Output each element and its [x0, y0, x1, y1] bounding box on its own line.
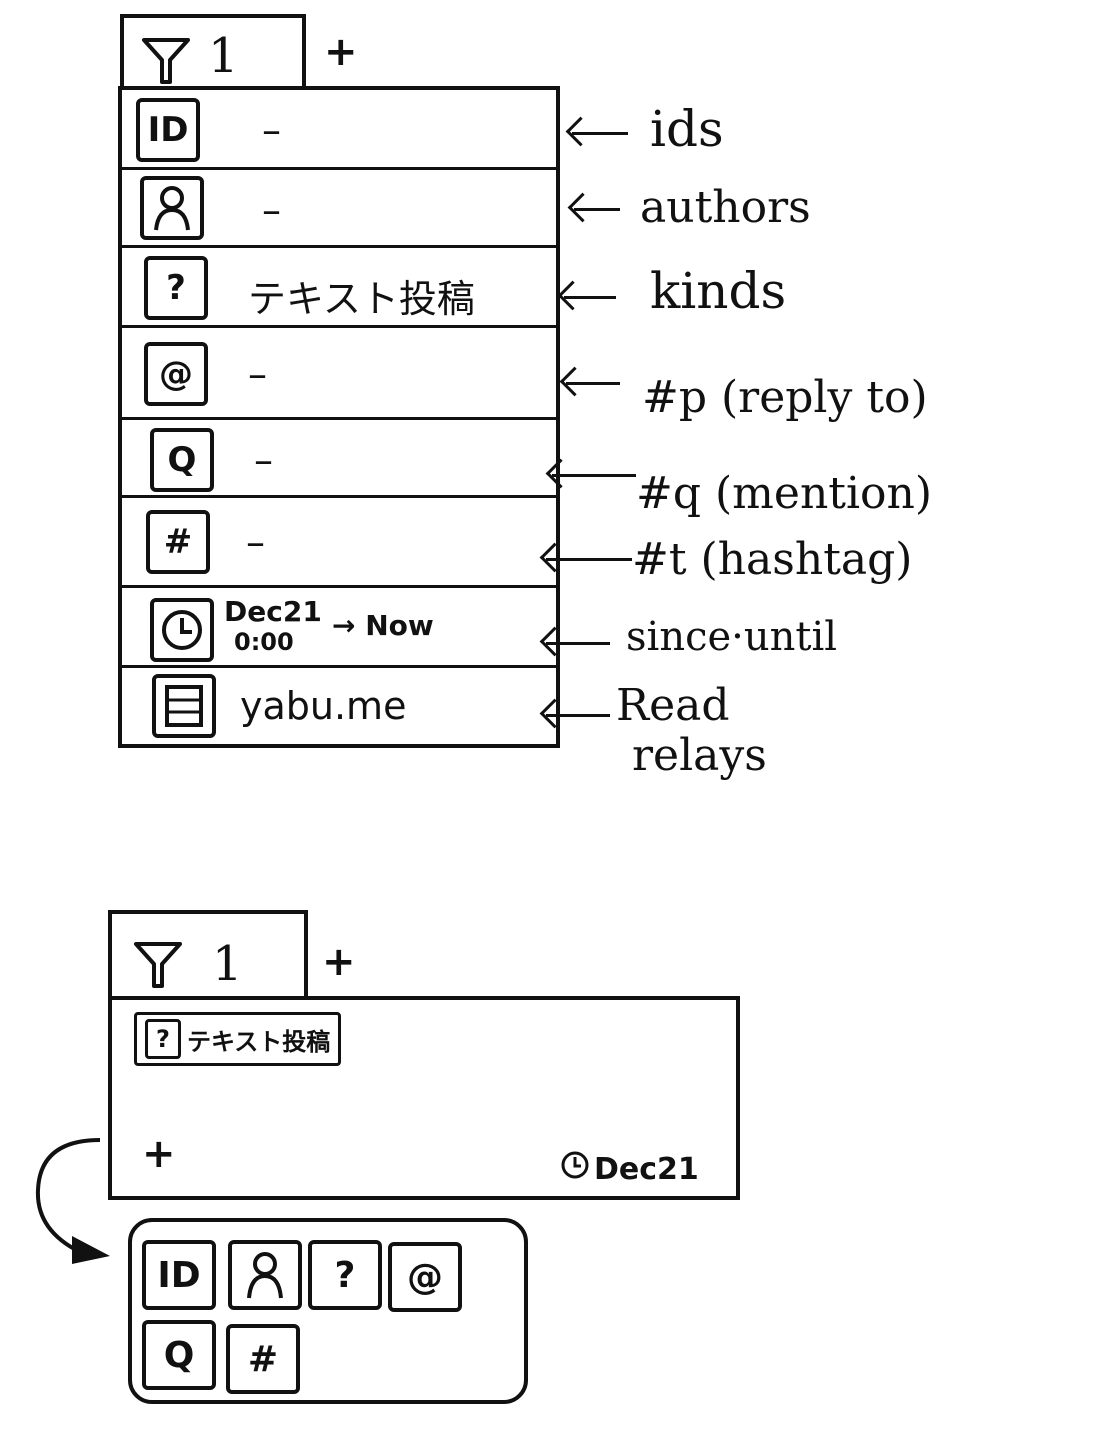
filter-row-authors[interactable]: –: [122, 170, 556, 248]
annotation-since-until: since·until: [626, 614, 838, 660]
q-icon: Q: [150, 428, 214, 492]
person-icon[interactable]: [228, 1240, 302, 1310]
curved-arrow: [35, 1138, 110, 1264]
add-tab-button[interactable]: +: [322, 939, 356, 985]
filter-icon: [140, 34, 192, 93]
kinds-chip[interactable]: ? テキスト投稿: [134, 1012, 342, 1066]
clock-icon: [560, 1150, 590, 1188]
since-indicator[interactable]: Dec21: [560, 1150, 699, 1188]
kinds-value: テキスト投稿: [248, 277, 475, 321]
arrow-t: [546, 558, 632, 561]
since-label: Dec21: [594, 1151, 699, 1187]
id-icon: ID: [136, 98, 200, 162]
arrow-since-until: [546, 642, 610, 645]
question-icon: ?: [144, 256, 208, 320]
ids-value: –: [262, 108, 281, 152]
add-filter-button[interactable]: +: [142, 1131, 176, 1177]
filter-row-p[interactable]: @ –: [122, 328, 556, 420]
filter-row-t[interactable]: # –: [122, 498, 556, 588]
compact-filter-panel: ? テキスト投稿 + Dec21: [108, 996, 740, 1200]
annotation-relays-line1: Read: [616, 680, 730, 731]
filter-tab-count: 1: [208, 28, 239, 84]
since-value: Dec21: [224, 595, 322, 628]
filter-row-q[interactable]: Q –: [122, 420, 556, 498]
filter-tab-compact[interactable]: 1: [108, 910, 308, 1000]
annotation-t: #t (hashtag): [632, 534, 913, 585]
id-icon[interactable]: ID: [142, 1240, 216, 1310]
relays-value: yabu.me: [240, 684, 407, 728]
question-icon[interactable]: ?: [308, 1240, 382, 1310]
filter-row-since-until[interactable]: Dec21 0:00 → Now: [122, 588, 556, 668]
at-icon: @: [144, 342, 208, 406]
annotation-authors: authors: [640, 182, 811, 233]
until-value: → Now: [332, 609, 434, 642]
filter-row-ids[interactable]: ID –: [122, 90, 556, 170]
annotation-relays-line2: relays: [632, 730, 767, 781]
q-icon[interactable]: Q: [142, 1320, 216, 1390]
arrow-relays: [546, 714, 610, 717]
arrow-authors: [574, 208, 620, 211]
kinds-chip-label: テキスト投稿: [187, 1027, 331, 1056]
arrow-ids: [572, 132, 628, 135]
question-icon: ?: [145, 1019, 181, 1059]
filter-row-relays[interactable]: yabu.me: [122, 668, 556, 744]
at-icon[interactable]: @: [388, 1242, 462, 1312]
filter-row-kinds[interactable]: ? テキスト投稿: [122, 248, 556, 328]
annotation-q: #q (mention): [636, 468, 933, 519]
add-tab-button[interactable]: +: [324, 29, 358, 75]
arrow-kinds: [564, 296, 616, 299]
annotation-kinds: kinds: [650, 262, 787, 320]
annotation-p: #p (reply to): [642, 372, 928, 423]
hash-icon[interactable]: #: [226, 1324, 300, 1394]
annotation-ids: ids: [650, 100, 724, 158]
clock-icon: [150, 598, 214, 662]
filter-type-picker: ID ? @ Q #: [128, 1218, 528, 1404]
q-value: –: [254, 438, 273, 482]
arrow-q: [552, 474, 636, 477]
t-value: –: [246, 520, 265, 564]
since-time-value: 0:00: [234, 628, 294, 656]
arrow-p: [566, 382, 620, 385]
filter-tab-count: 1: [212, 936, 243, 992]
relay-icon: [152, 674, 216, 738]
authors-value: –: [262, 188, 281, 232]
filter-panel: ID – – ? テキスト投稿 @ – Q – # – Dec21 0:00 →…: [118, 86, 560, 748]
filter-tab[interactable]: 1: [120, 14, 306, 86]
filter-icon: [132, 938, 184, 994]
hash-icon: #: [146, 510, 210, 574]
person-icon: [140, 176, 204, 240]
p-value: –: [248, 352, 267, 396]
